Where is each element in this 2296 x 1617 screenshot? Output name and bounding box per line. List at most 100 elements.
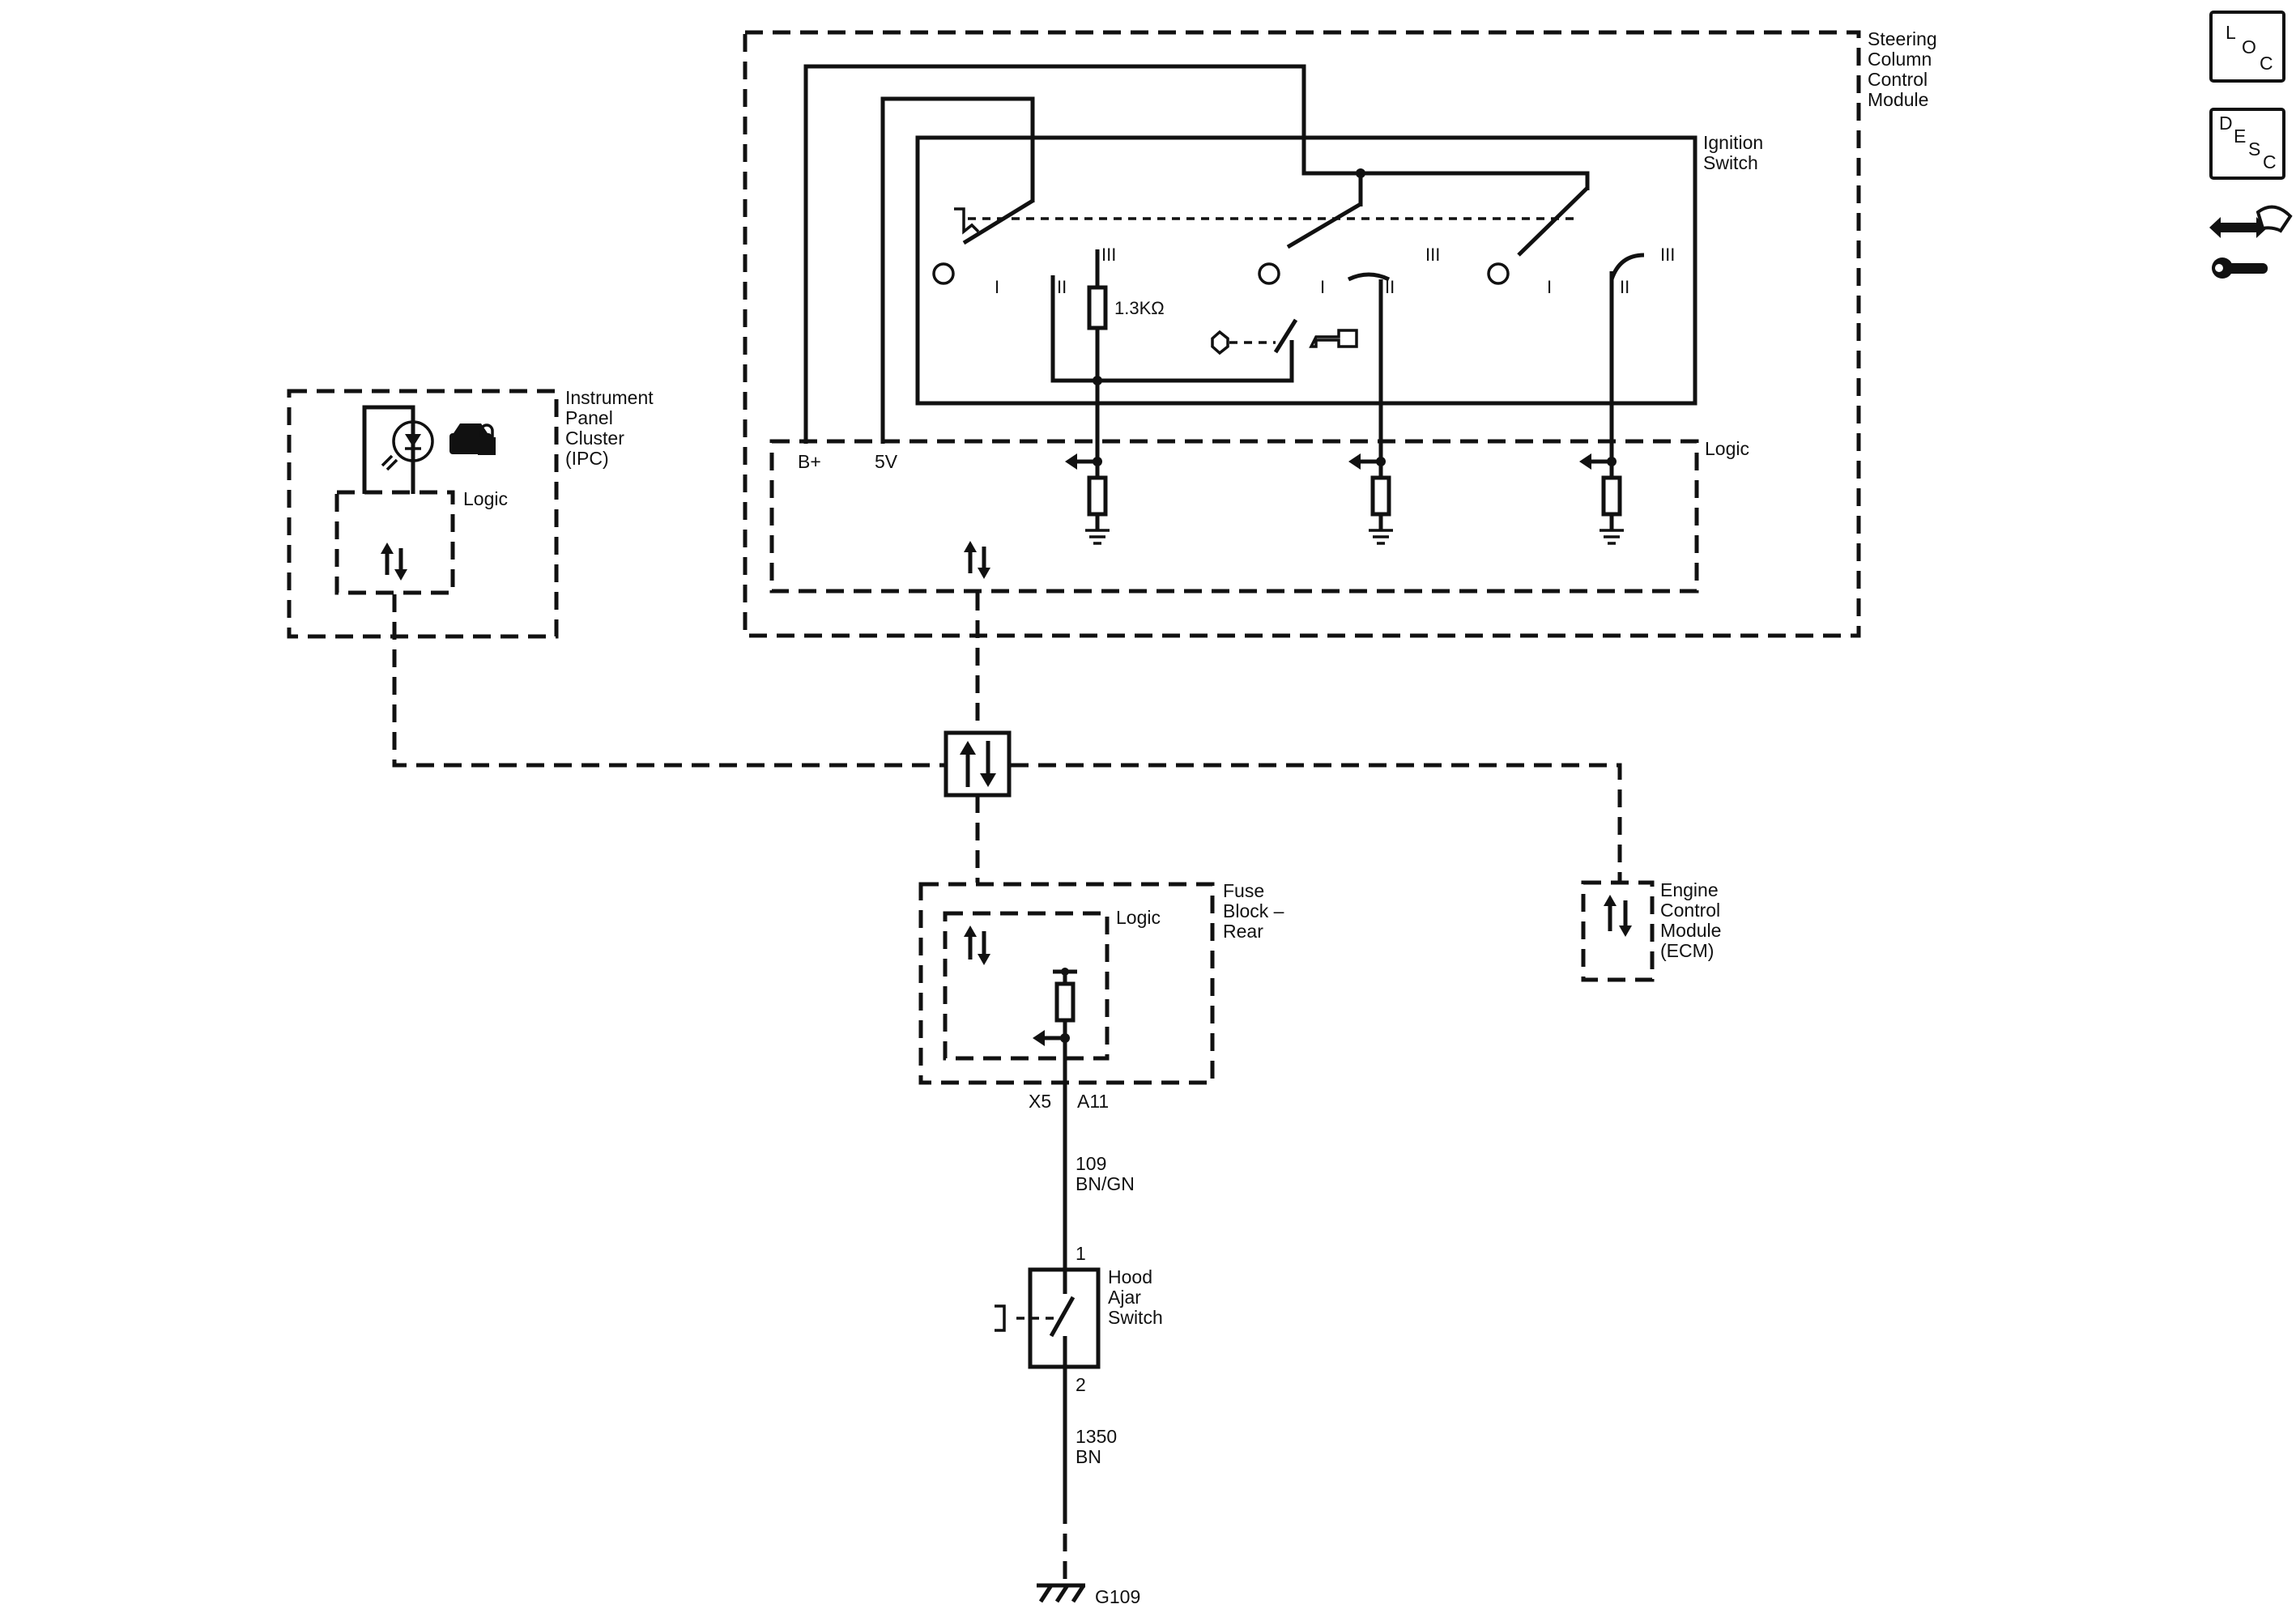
contact-3 xyxy=(1487,262,1510,285)
key-icon xyxy=(1309,329,1358,348)
sccm-module: Steering Column Control Module xyxy=(743,28,1937,638)
ignition-switch-label-1: Ignition xyxy=(1703,132,1763,153)
fuse-block-label-3: Rear xyxy=(1223,921,1263,942)
ignition-switch: Ignition Switch I III II I II III I III … xyxy=(803,64,1763,462)
wire-109-color: BN/GN xyxy=(1076,1173,1135,1194)
wire-1350-color: BN xyxy=(1076,1446,1101,1467)
hood-switch-label-3: Switch xyxy=(1108,1307,1163,1328)
sccm-label-4: Module xyxy=(1868,89,1928,110)
resistor-1-3k xyxy=(1087,285,1108,330)
input-2 xyxy=(1348,453,1393,545)
desc-c: C xyxy=(2263,151,2277,172)
serial-data-icon xyxy=(964,926,990,965)
desc-e: E xyxy=(2234,126,2246,147)
serial-data-icon xyxy=(381,543,407,581)
ignition-switch-label-2: Switch xyxy=(1703,152,1758,173)
ecm-data-line xyxy=(1011,763,1622,883)
ipc-label-4: (IPC) xyxy=(565,448,609,469)
hood-switch-label-2: Ajar xyxy=(1108,1287,1141,1308)
ecm-label-4: (ECM) xyxy=(1660,940,1714,961)
position-label-1: I xyxy=(995,277,999,297)
data-link-splice xyxy=(944,730,1012,798)
led-icon xyxy=(405,434,421,447)
fuse-block-label-1: Fuse xyxy=(1223,880,1264,901)
ipc-boundary xyxy=(287,389,559,639)
bplus-wire xyxy=(803,64,1590,444)
position-label-4: I xyxy=(1320,277,1325,297)
sccm-logic-label: Logic xyxy=(1705,438,1749,459)
sccm-logic: Logic B+ 5V xyxy=(769,438,1749,594)
position-label-6: III xyxy=(1425,245,1440,265)
hood-actuator-icon xyxy=(995,1304,1006,1332)
switch-blade-2 xyxy=(1286,202,1362,249)
desc-s: S xyxy=(2248,138,2260,160)
position-label-8: III xyxy=(1660,245,1675,265)
position-label-2: III xyxy=(1101,245,1116,265)
hood-switch-label-1: Hood xyxy=(1108,1266,1152,1287)
sccm-label-1: Steering xyxy=(1868,28,1937,49)
key-cylinder-icon xyxy=(1211,330,1229,355)
ipc-logic-label: Logic xyxy=(463,488,508,509)
desc-button[interactable]: D E S C xyxy=(2209,108,2285,180)
fuse-logic-boundary xyxy=(943,911,1110,1061)
ipc-module: Instrument Panel Cluster (IPC) Logic xyxy=(287,387,654,639)
loc-o: O xyxy=(2242,36,2256,57)
sccm-boundary xyxy=(743,30,1861,638)
wire-109-circuit: 109 xyxy=(1076,1153,1106,1174)
ignition-switch-boundary xyxy=(915,135,1698,406)
ecm-label-2: Control xyxy=(1660,900,1720,921)
ipc-label-1: Instrument xyxy=(565,387,654,408)
ecm-boundary xyxy=(1581,880,1655,982)
five-v-wire xyxy=(880,96,1035,444)
hood-switch-blade xyxy=(1049,1296,1076,1338)
fuse-logic-label: Logic xyxy=(1116,907,1161,928)
indicator-lamp-icon xyxy=(392,420,434,462)
sccm-logic-boundary xyxy=(769,439,1699,594)
position-label-9: II xyxy=(1620,277,1629,297)
contact-1 xyxy=(932,262,955,285)
vehicle-security-icon xyxy=(449,423,496,455)
position-label-5: II xyxy=(1385,277,1395,297)
ground-icon xyxy=(1037,1583,1086,1603)
serial-data-icon xyxy=(1604,895,1632,937)
contact-2 xyxy=(1258,262,1280,285)
position-label-7: I xyxy=(1547,277,1552,297)
ipc-data-line xyxy=(392,594,948,768)
hood-ajar-circuit: 109 BN/GN 1 Hood Ajar Switch 2 1350 BN G… xyxy=(995,1038,1163,1607)
loc-c: C xyxy=(2260,53,2273,74)
input-1 xyxy=(1065,453,1110,545)
key-switch-blade xyxy=(1273,318,1298,354)
switch-blade-3 xyxy=(1517,186,1589,257)
ecm-module: Engine Control Module (ECM) xyxy=(1581,879,1721,982)
input-3 xyxy=(1579,453,1624,545)
hood-switch-pin-2: 2 xyxy=(1076,1374,1086,1395)
loc-l: L xyxy=(2226,22,2236,43)
pin-label: A11 xyxy=(1077,1091,1109,1112)
ipc-logic-boundary xyxy=(334,490,455,595)
ipc-label-3: Cluster xyxy=(565,428,624,449)
serial-data-bus xyxy=(392,593,1622,883)
switch-blade-1 xyxy=(962,198,1034,245)
ipc-indicator-loop xyxy=(362,405,415,494)
res-loop xyxy=(1050,275,1294,383)
voltage-symbol xyxy=(954,207,980,235)
ecm-label-1: Engine xyxy=(1660,879,1719,900)
serial-data-icon xyxy=(964,541,990,579)
ecm-label-3: Module xyxy=(1660,920,1721,941)
pullup-input xyxy=(1033,968,1077,1046)
wire-1350-circuit: 1350 xyxy=(1076,1426,1117,1447)
connector-label: X5 xyxy=(1029,1091,1051,1112)
ground-label: G109 xyxy=(1095,1586,1140,1607)
fuse-block-rear: Fuse Block – Rear Logic X5 A11 xyxy=(918,880,1284,1112)
sccm-label-2: Column xyxy=(1868,49,1932,70)
sccm-label-3: Control xyxy=(1868,69,1928,90)
five-v-label: 5V xyxy=(875,451,898,472)
position-label-3: II xyxy=(1057,277,1067,297)
fuse-block-label-2: Block – xyxy=(1223,900,1284,921)
arc-contact-3 xyxy=(1609,253,1645,280)
bplus-label: B+ xyxy=(798,451,821,472)
loc-button[interactable]: L O C xyxy=(2209,11,2285,83)
desc-d: D xyxy=(2219,113,2233,134)
diagnostic-wrench-icon[interactable] xyxy=(2209,205,2293,279)
arc-contact xyxy=(1347,272,1391,282)
